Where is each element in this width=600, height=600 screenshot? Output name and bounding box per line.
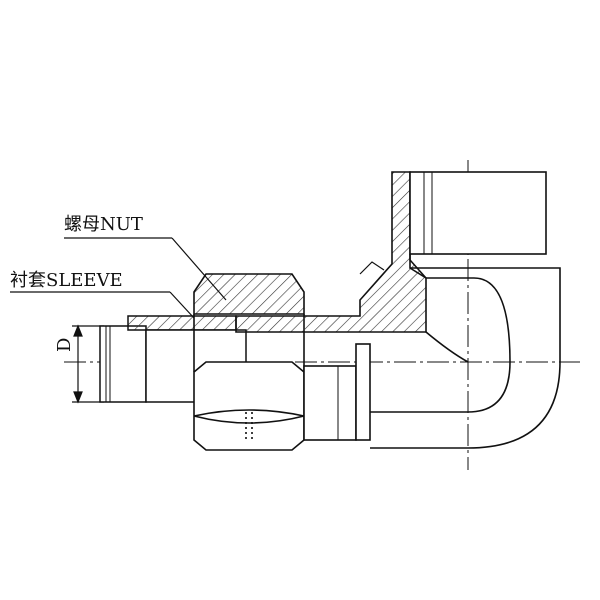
nut-upper bbox=[193, 273, 305, 315]
body-lower bbox=[303, 343, 371, 441]
dimension-d bbox=[72, 324, 104, 404]
elbow-top bbox=[409, 171, 547, 255]
nut-lower bbox=[193, 361, 305, 451]
tube bbox=[99, 325, 147, 403]
nut-label: 螺母NUT bbox=[64, 214, 143, 235]
elbow-bend bbox=[370, 254, 561, 449]
sleeve-label: 衬套SLEEVE bbox=[10, 270, 123, 291]
dimension-label: D bbox=[54, 337, 75, 352]
leader-lines bbox=[10, 237, 227, 319]
